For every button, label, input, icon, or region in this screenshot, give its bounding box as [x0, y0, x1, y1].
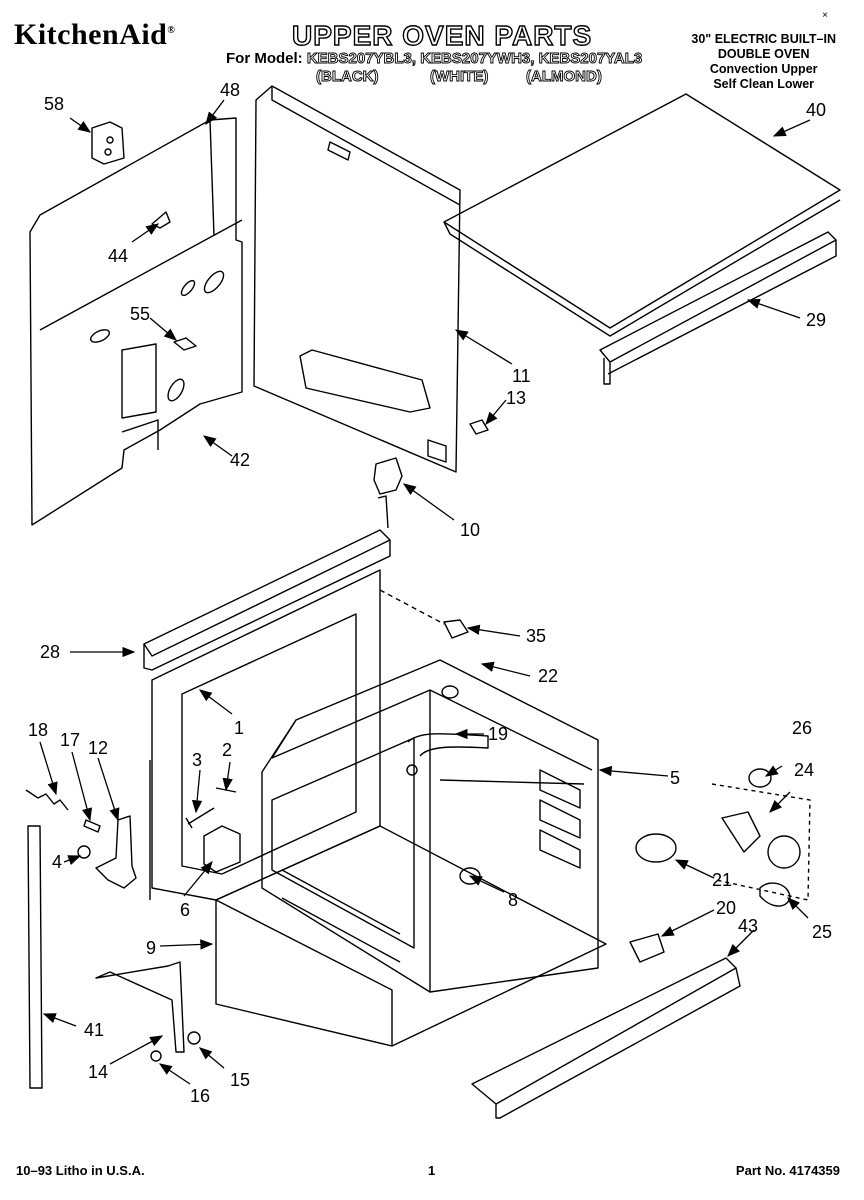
callout-24: 24 [794, 760, 814, 780]
part-43-trim [471, 957, 741, 1119]
callout-16: 16 [190, 1086, 210, 1106]
callout-21: 21 [712, 870, 732, 890]
callout-1: 1 [234, 718, 244, 738]
part-22-oven-liner [261, 659, 599, 993]
part-13-clip [469, 419, 489, 435]
part-41-strip [27, 825, 43, 1089]
description-line: Self Clean Lower [713, 77, 815, 91]
callout-55: 55 [130, 304, 150, 324]
callout-58: 58 [44, 94, 64, 114]
footer-print-date: 10–93 Litho in U.S.A. [16, 1163, 145, 1178]
variant-black: (BLACK) [316, 68, 379, 86]
callout-22: 22 [538, 666, 558, 686]
part-14-hinge [95, 961, 185, 1053]
part-17-pin [83, 819, 101, 833]
description-line: 30" ELECTRIC BUILT–IN [691, 32, 836, 46]
callout-5: 5 [670, 768, 680, 788]
part-10-insulation [373, 457, 403, 495]
callout-13: 13 [506, 388, 526, 408]
callout-19: 19 [488, 724, 508, 744]
callout-42: 42 [230, 450, 250, 470]
callout-9: 9 [146, 938, 156, 958]
product-description: 30" ELECTRIC BUILT–IN DOUBLE OVEN Convec… [691, 32, 836, 92]
part-21-plate [635, 833, 677, 863]
part-24-lamp-housing [711, 783, 811, 901]
callout-6: 6 [180, 900, 190, 920]
part-26-gasket [748, 768, 772, 788]
callout-35: 35 [526, 626, 546, 646]
part-18-spring [25, 789, 69, 811]
corner-mark: × [822, 10, 828, 21]
callout-48: 48 [220, 80, 240, 100]
model-numbers: KEBS207YBL3, KEBS207YWH3, KEBS207YAL3 [306, 50, 643, 68]
part-4-nut [77, 845, 91, 859]
callout-29: 29 [806, 310, 826, 330]
model-line: For Model: KEBS207YBL3, KEBS207YWH3, KEB… [226, 50, 643, 68]
footer-part-number: Part No. 4174359 [735, 1163, 840, 1178]
callout-18: 18 [28, 720, 48, 740]
callout-14: 14 [88, 1062, 108, 1082]
part-20-fan [629, 933, 665, 963]
callout-20: 20 [716, 898, 736, 918]
callout-43: 43 [738, 916, 758, 936]
part-25-bulb [759, 882, 791, 907]
callout-2: 2 [222, 740, 232, 760]
part-15-screw [187, 1031, 201, 1045]
brand-name: KitchenAid [14, 18, 168, 51]
brand-mark: ® [167, 25, 176, 36]
callout-12: 12 [88, 738, 108, 758]
part-48-rear-panel [29, 117, 243, 526]
callout-44: 44 [108, 246, 128, 266]
part-40-top-panel [443, 93, 841, 337]
variant-almond: (ALMOND) [526, 68, 603, 86]
callout-8: 8 [508, 890, 518, 910]
part-28-frame-top [143, 495, 391, 671]
variant-white: (WHITE) [430, 68, 489, 86]
description-line: Convection Upper [709, 62, 818, 76]
callout-41: 41 [84, 1020, 104, 1040]
callout-25: 25 [812, 922, 832, 942]
part-35-socket [443, 619, 469, 639]
description-line: DOUBLE OVEN [717, 47, 810, 61]
callout-40: 40 [806, 100, 826, 120]
part-58-bracket [91, 121, 125, 165]
callout-28: 28 [40, 642, 60, 662]
part-55-clip [173, 337, 197, 351]
callout-11: 11 [512, 366, 531, 386]
callout-15: 15 [230, 1070, 250, 1090]
callout-3: 3 [192, 750, 202, 770]
page-title: UPPER OVEN PARTS [291, 19, 593, 51]
callout-17: 17 [60, 730, 80, 750]
part-12-hinge [95, 815, 137, 889]
brand-logo: KitchenAid® [14, 18, 175, 52]
part-11-side-panel [253, 85, 461, 473]
part-29-rail [599, 231, 837, 385]
callout-4: 4 [52, 852, 62, 872]
callout-10: 10 [460, 520, 480, 540]
model-label: For Model: [226, 50, 303, 67]
part-16-screw [150, 1050, 162, 1062]
callout-26: 26 [792, 718, 812, 738]
part-1-front-frame [149, 569, 381, 901]
part-9-bottom-panel [215, 825, 607, 1047]
footer-page-number: 1 [428, 1163, 436, 1178]
part-3-stud [185, 807, 215, 829]
